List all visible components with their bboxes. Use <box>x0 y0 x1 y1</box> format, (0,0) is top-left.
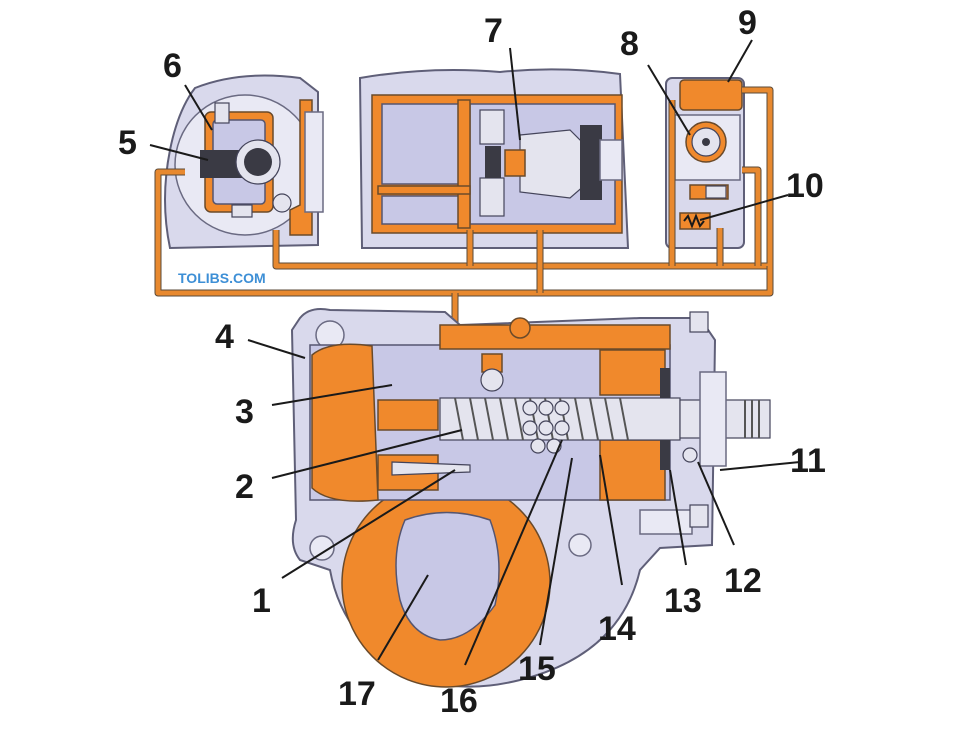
callout-8: 8 <box>620 25 639 63</box>
callout-1: 1 <box>252 582 271 620</box>
watermark-text: TOLIBS.COM <box>178 270 266 286</box>
callout-5: 5 <box>118 124 137 162</box>
control-valve-assembly <box>358 68 630 249</box>
callout-4: 4 <box>215 318 234 356</box>
callout-6: 6 <box>163 47 182 85</box>
callout-11: 11 <box>790 442 826 480</box>
screw-threads <box>454 397 629 441</box>
callout-9: 9 <box>738 4 757 42</box>
pump-relief-assembly <box>665 77 745 249</box>
callout-7: 7 <box>484 12 503 50</box>
steering-gear-housing <box>290 308 771 688</box>
callout-3: 3 <box>235 393 254 431</box>
callout-12: 12 <box>724 562 762 600</box>
callout-15: 15 <box>518 650 556 688</box>
recirculating-balls <box>522 400 570 454</box>
callout-14: 14 <box>598 610 636 648</box>
callout-2: 2 <box>235 468 254 506</box>
hydraulic-lines <box>154 86 774 345</box>
rotary-valve-assembly <box>164 74 324 250</box>
callout-17: 17 <box>338 675 376 713</box>
leader-lines <box>149 39 801 666</box>
callout-labels: 1 2 3 4 5 6 7 8 9 10 11 12 13 14 15 16 1… <box>118 4 826 720</box>
callout-16: 16 <box>440 682 478 720</box>
callout-10: 10 <box>786 167 824 205</box>
callout-13: 13 <box>664 582 702 620</box>
